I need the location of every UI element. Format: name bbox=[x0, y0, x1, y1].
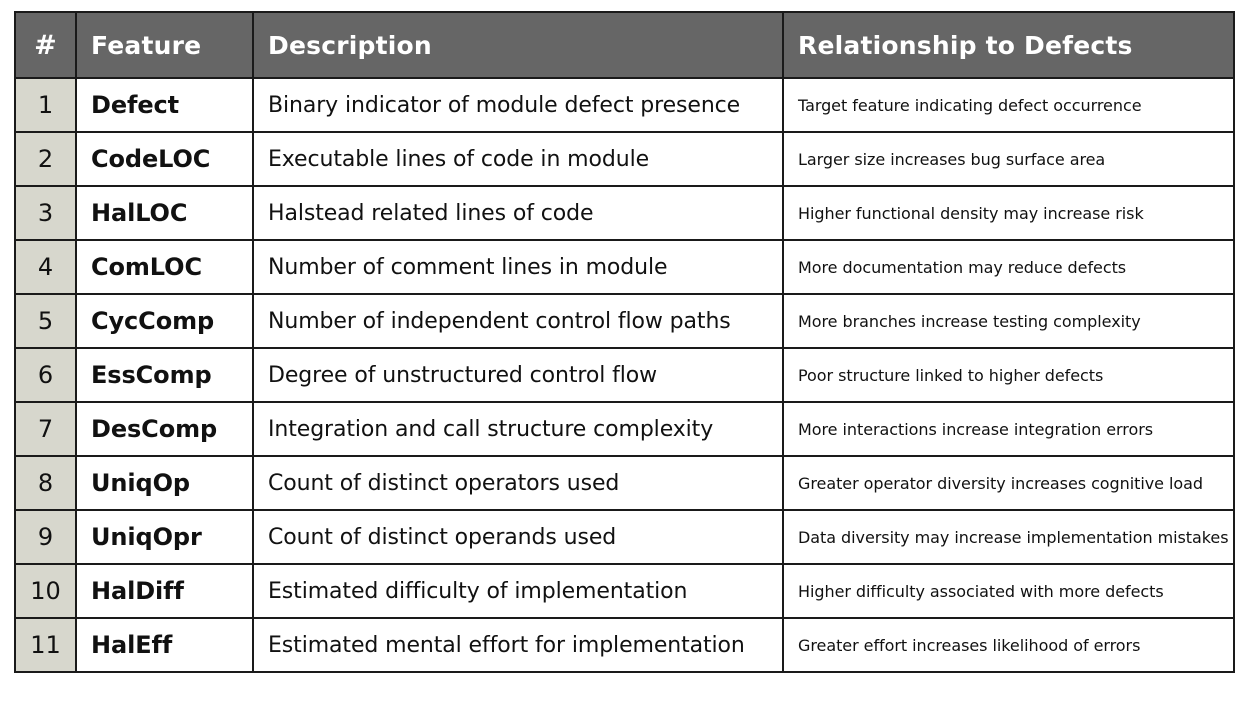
row-number: 3 bbox=[14, 187, 75, 241]
table-row: 8 UniqOp Count of distinct operators use… bbox=[14, 457, 1235, 511]
table-row: 10 HalDiff Estimated difficulty of imple… bbox=[14, 565, 1235, 619]
row-number: 5 bbox=[14, 295, 75, 349]
defect-relationship: Greater effort increases likelihood of e… bbox=[782, 619, 1235, 673]
row-number: 6 bbox=[14, 349, 75, 403]
row-number: 2 bbox=[14, 133, 75, 187]
defect-relationship: Higher functional density may increase r… bbox=[782, 187, 1235, 241]
defect-relationship: More interactions increase integration e… bbox=[782, 403, 1235, 457]
table-row: 3 HalLOC Halstead related lines of code … bbox=[14, 187, 1235, 241]
feature-name: CodeLOC bbox=[75, 133, 252, 187]
feature-description: Halstead related lines of code bbox=[252, 187, 782, 241]
feature-description: Count of distinct operators used bbox=[252, 457, 782, 511]
row-number: 11 bbox=[14, 619, 75, 673]
table-header: # Feature Description Relationship to De… bbox=[14, 11, 1235, 79]
feature-description: Integration and call structure complexit… bbox=[252, 403, 782, 457]
table-row: 2 CodeLOC Executable lines of code in mo… bbox=[14, 133, 1235, 187]
feature-table-container: # Feature Description Relationship to De… bbox=[14, 11, 1235, 689]
table-row: 7 DesComp Integration and call structure… bbox=[14, 403, 1235, 457]
table-row: 5 CycComp Number of independent control … bbox=[14, 295, 1235, 349]
feature-name: UniqOpr bbox=[75, 511, 252, 565]
feature-name: EssComp bbox=[75, 349, 252, 403]
feature-description: Number of comment lines in module bbox=[252, 241, 782, 295]
column-header-relationship: Relationship to Defects bbox=[782, 11, 1235, 79]
table-row: 4 ComLOC Number of comment lines in modu… bbox=[14, 241, 1235, 295]
feature-description: Number of independent control flow paths bbox=[252, 295, 782, 349]
feature-name: ComLOC bbox=[75, 241, 252, 295]
header-row: # Feature Description Relationship to De… bbox=[14, 11, 1235, 79]
table-row: 9 UniqOpr Count of distinct operands use… bbox=[14, 511, 1235, 565]
row-number: 9 bbox=[14, 511, 75, 565]
feature-description: Executable lines of code in module bbox=[252, 133, 782, 187]
row-number: 8 bbox=[14, 457, 75, 511]
defect-relationship: Target feature indicating defect occurre… bbox=[782, 79, 1235, 133]
defect-relationship: Higher difficulty associated with more d… bbox=[782, 565, 1235, 619]
defect-relationship: Data diversity may increase implementati… bbox=[782, 511, 1235, 565]
feature-name: HalDiff bbox=[75, 565, 252, 619]
defect-relationship: More documentation may reduce defects bbox=[782, 241, 1235, 295]
feature-description: Binary indicator of module defect presen… bbox=[252, 79, 782, 133]
defect-relationship: More branches increase testing complexit… bbox=[782, 295, 1235, 349]
table-row: 11 HalEff Estimated mental effort for im… bbox=[14, 619, 1235, 673]
feature-description: Count of distinct operands used bbox=[252, 511, 782, 565]
table-row: 1 Defect Binary indicator of module defe… bbox=[14, 79, 1235, 133]
defect-relationship: Poor structure linked to higher defects bbox=[782, 349, 1235, 403]
feature-name: Defect bbox=[75, 79, 252, 133]
feature-name: HalEff bbox=[75, 619, 252, 673]
column-header-feature: Feature bbox=[75, 11, 252, 79]
row-number: 10 bbox=[14, 565, 75, 619]
feature-name: UniqOp bbox=[75, 457, 252, 511]
table-body: 1 Defect Binary indicator of module defe… bbox=[14, 79, 1235, 673]
table-row: 6 EssComp Degree of unstructured control… bbox=[14, 349, 1235, 403]
feature-table: # Feature Description Relationship to De… bbox=[14, 11, 1235, 673]
defect-relationship: Larger size increases bug surface area bbox=[782, 133, 1235, 187]
feature-name: HalLOC bbox=[75, 187, 252, 241]
row-number: 1 bbox=[14, 79, 75, 133]
feature-name: CycComp bbox=[75, 295, 252, 349]
feature-description: Estimated mental effort for implementati… bbox=[252, 619, 782, 673]
feature-name: DesComp bbox=[75, 403, 252, 457]
column-header-number: # bbox=[14, 11, 75, 79]
row-number: 4 bbox=[14, 241, 75, 295]
feature-description: Estimated difficulty of implementation bbox=[252, 565, 782, 619]
defect-relationship: Greater operator diversity increases cog… bbox=[782, 457, 1235, 511]
column-header-description: Description bbox=[252, 11, 782, 79]
feature-description: Degree of unstructured control flow bbox=[252, 349, 782, 403]
row-number: 7 bbox=[14, 403, 75, 457]
